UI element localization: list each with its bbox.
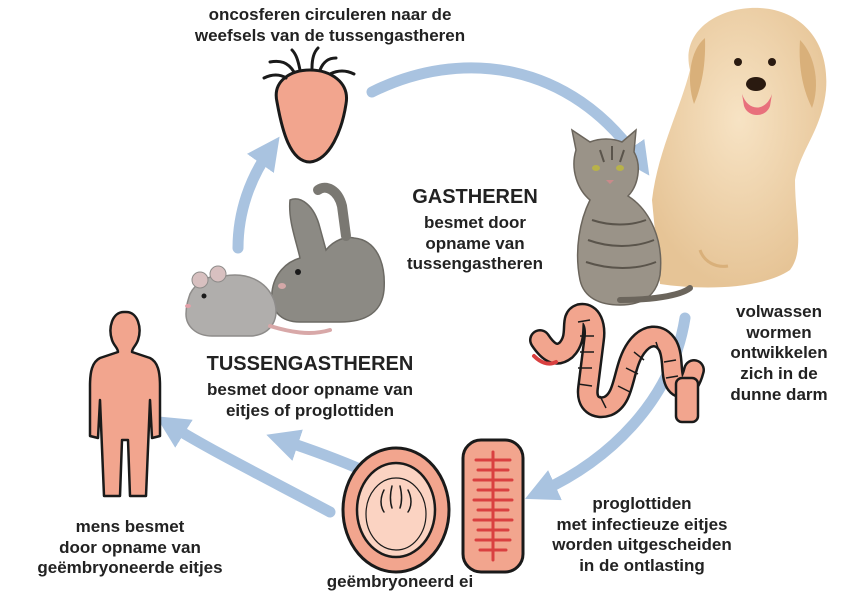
- arrow-egg-to-intermediate: [282, 440, 362, 470]
- human-figure-icon: [90, 312, 160, 496]
- arrow-egg-to-human: [170, 425, 330, 512]
- definitive-host-title: GASTHEREN: [400, 185, 550, 209]
- intermediate-host-text: besmet door opname van eitjes of proglot…: [170, 380, 450, 421]
- oncosphere-icon: [264, 48, 354, 162]
- rabbit-icon: [272, 188, 385, 322]
- egg-label: geëmbryoneerd ei: [295, 572, 505, 593]
- dog-icon: [652, 8, 826, 288]
- proglottid-icon: [463, 440, 523, 572]
- human-label: mens besmet door opname van geëmbryoneer…: [5, 517, 255, 579]
- intermediate-host-title: TUSSENGASTHEREN: [170, 352, 450, 376]
- embryonated-egg-icon: [343, 448, 449, 572]
- proglottids-label: proglottiden met infectieuze eitjes word…: [522, 494, 762, 577]
- adult-worm-icon: [534, 314, 698, 422]
- definitive-host-text: besmet door opname van tussengastheren: [395, 213, 555, 275]
- oncosphere-label: oncosferen circuleren naar de weefsels v…: [140, 5, 520, 46]
- adult-worms-label: volwassen wormen ontwikkelen zich in de …: [710, 302, 848, 406]
- arrow-intermediate-to-oncosphere: [238, 150, 270, 248]
